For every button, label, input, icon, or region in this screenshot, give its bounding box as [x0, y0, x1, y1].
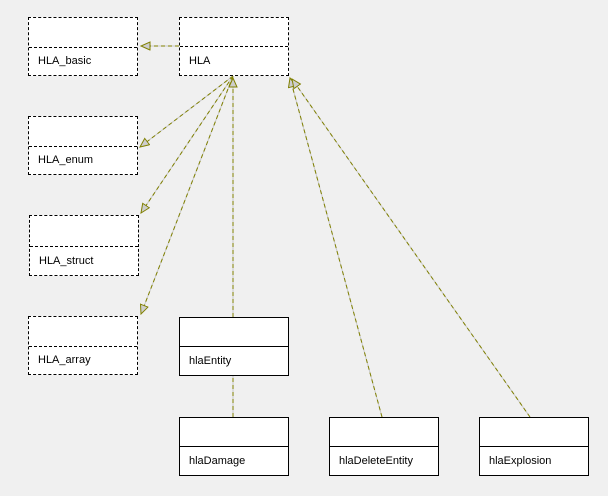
class-label: HLA_enum	[38, 154, 94, 166]
class-box-hlaEntity[interactable]: hlaEntity	[179, 317, 289, 376]
class-box-top-compartment	[330, 418, 438, 447]
class-box-name-compartment: HLA_basic	[29, 48, 137, 75]
edge-HLA-to-HLA_struct[interactable]	[140, 75, 234, 214]
class-box-top-compartment	[30, 216, 138, 247]
class-box-top-compartment	[29, 317, 137, 347]
class-box-hlaDeleteEntity[interactable]: hlaDeleteEntity	[329, 417, 439, 476]
edge-HLA-to-HLA_enum[interactable]	[140, 75, 234, 147]
class-box-top-compartment	[180, 318, 288, 347]
edge-dashed-line[interactable]	[292, 79, 531, 418]
class-box-hlaExplosion[interactable]: hlaExplosion	[479, 417, 589, 476]
edge-dashed-line[interactable]	[290, 78, 383, 418]
class-box-top-compartment	[29, 117, 137, 147]
class-box-HLA_enum[interactable]: HLA_enum	[28, 116, 138, 175]
class-box-name-compartment: HLA	[180, 47, 288, 75]
class-label: hlaExplosion	[489, 454, 552, 467]
class-box-name-compartment: HLA_struct	[30, 247, 138, 275]
class-box-hlaDamage[interactable]: hlaDamage	[179, 417, 289, 476]
class-box-HLA[interactable]: HLA	[179, 17, 289, 76]
edge-hlaDeleteEntity-to-HLA[interactable]	[290, 78, 383, 418]
edge-hlaExplosion-to-HLA[interactable]	[292, 79, 531, 418]
edge-HLA-to-HLA_array[interactable]	[141, 75, 234, 314]
class-label: HLA_basic	[38, 55, 92, 67]
edge-dashed-line[interactable]	[141, 75, 234, 314]
class-box-top-compartment	[180, 418, 288, 447]
edge-dashed-line[interactable]	[140, 75, 234, 147]
class-box-name-compartment: hlaDeleteEntity	[330, 447, 438, 475]
class-box-name-compartment: hlaExplosion	[480, 447, 588, 475]
class-box-top-compartment	[180, 18, 288, 47]
class-box-top-compartment	[29, 18, 137, 48]
edge-underlay-line	[140, 75, 234, 214]
class-box-name-compartment: HLA_array	[29, 347, 137, 374]
class-box-name-compartment: HLA_enum	[29, 147, 137, 174]
class-box-HLA_basic[interactable]: HLA_basic	[28, 17, 138, 76]
class-box-top-compartment	[480, 418, 588, 447]
class-label: HLA_struct	[39, 254, 94, 267]
class-box-HLA_array[interactable]: HLA_array	[28, 316, 138, 375]
class-box-HLA_struct[interactable]: HLA_struct	[29, 215, 139, 276]
class-label: hlaDeleteEntity	[339, 454, 413, 467]
class-label: HLA	[189, 54, 211, 67]
class-label: HLA_array	[38, 354, 91, 366]
class-label: hlaDamage	[189, 454, 246, 467]
class-box-name-compartment: hlaEntity	[180, 347, 288, 375]
class-box-name-compartment: hlaDamage	[180, 447, 288, 475]
class-label: hlaEntity	[189, 354, 232, 367]
